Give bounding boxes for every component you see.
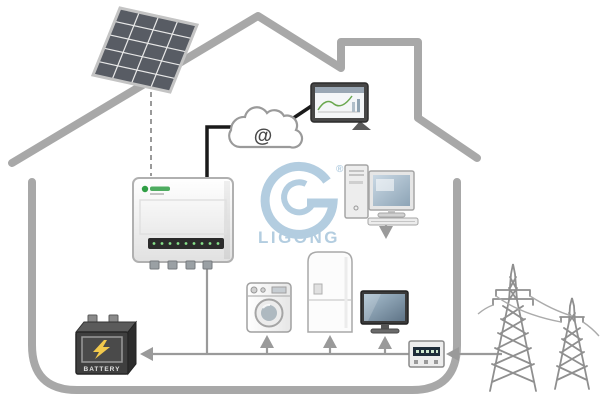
at-symbol: @ bbox=[254, 126, 273, 147]
registered-mark: ® bbox=[336, 164, 344, 175]
internet-cloud-icon: @ bbox=[228, 106, 304, 149]
watermark-text: LIGONG bbox=[258, 228, 340, 247]
solar-panel-icon bbox=[90, 6, 200, 94]
arrow-to-meter bbox=[446, 347, 459, 361]
arrow-to-washer bbox=[260, 335, 274, 348]
arrow-to-tv bbox=[378, 336, 392, 349]
monitoring-tablet-icon bbox=[310, 82, 371, 130]
inverter-brand-mark bbox=[141, 185, 149, 193]
battery-icon: BATTERY bbox=[74, 314, 138, 376]
arrow-from-computer bbox=[379, 226, 393, 239]
ligong-watermark-logo: ® LIGONG bbox=[258, 161, 344, 247]
house-roof-icon bbox=[8, 12, 481, 167]
tv-icon bbox=[360, 290, 409, 334]
water-heater-icon bbox=[307, 251, 353, 333]
house-walls bbox=[28, 178, 461, 394]
arrow-to-battery bbox=[140, 347, 153, 361]
flow-arrows bbox=[140, 226, 459, 361]
arrow-to-heater bbox=[323, 335, 337, 348]
desktop-computer-icon bbox=[344, 164, 419, 226]
power-line-icon bbox=[477, 295, 600, 337]
transmission-tower-icon bbox=[489, 263, 590, 392]
lightning-bolt-icon bbox=[93, 340, 110, 359]
battery-label: BATTERY bbox=[84, 366, 121, 373]
washing-machine-icon bbox=[246, 282, 292, 333]
inverter-icon bbox=[132, 177, 234, 270]
energy-meter-icon bbox=[408, 340, 445, 368]
